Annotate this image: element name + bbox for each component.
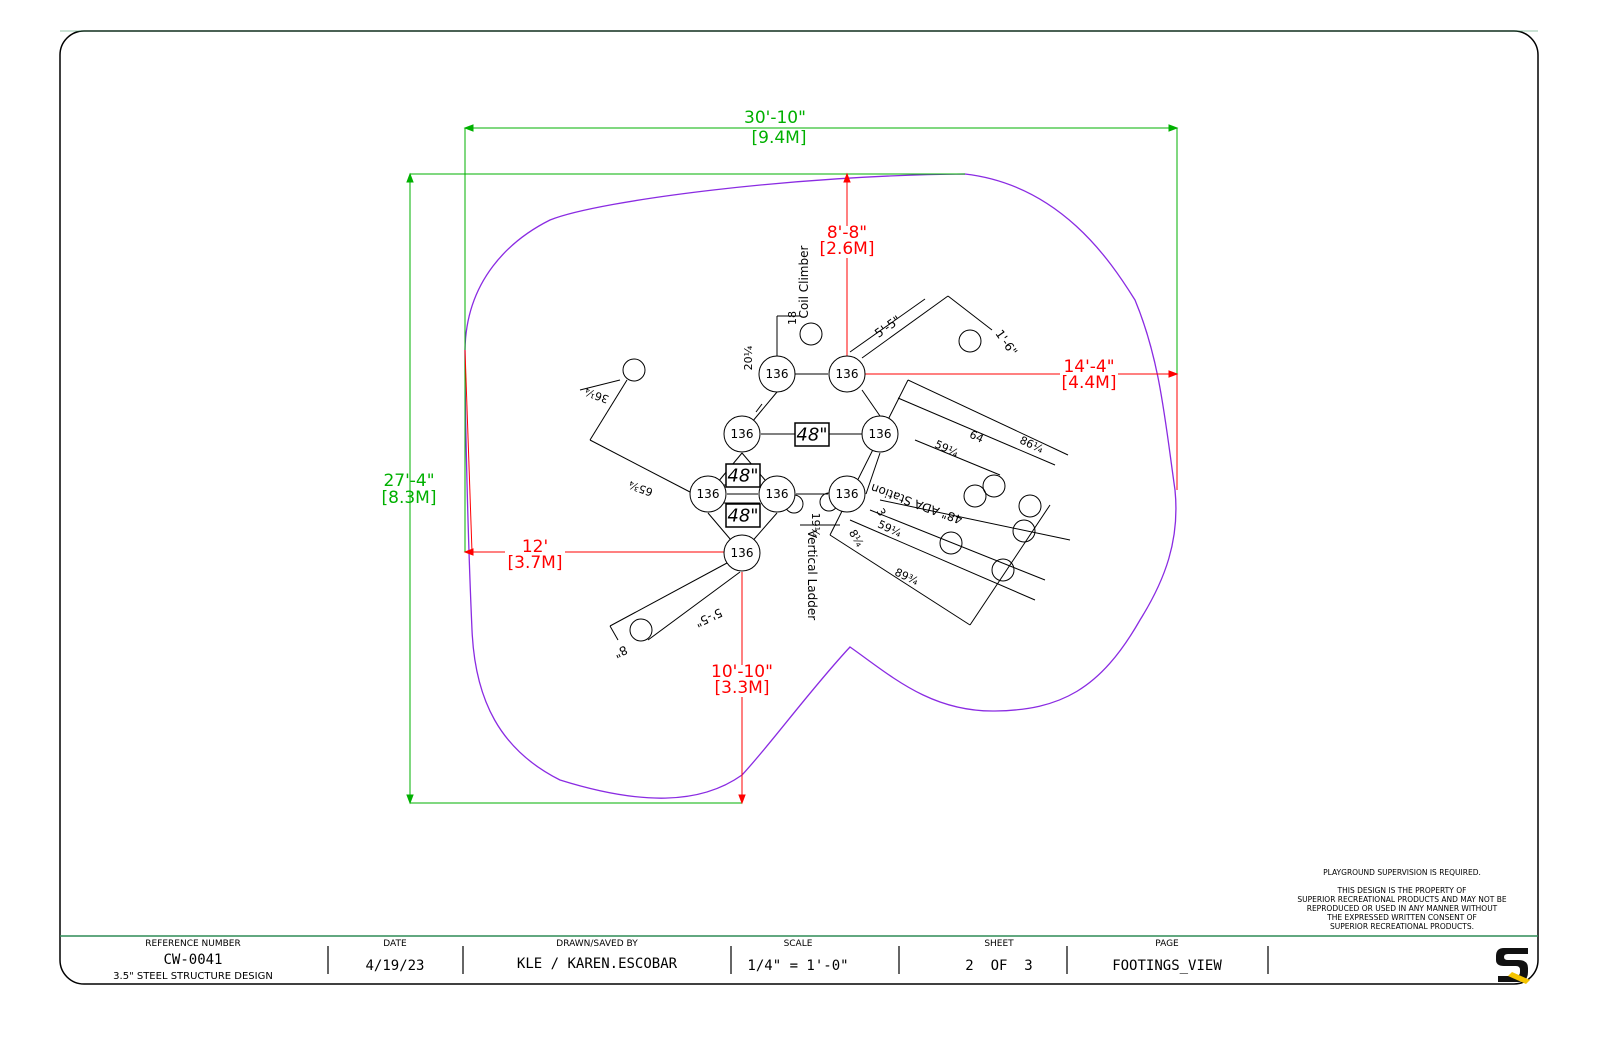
post-1: 136 <box>758 355 796 393</box>
property-note-2: SUPERIOR RECREATIONAL PRODUCTS AND MAY N… <box>1297 895 1506 904</box>
property-note-1: THIS DESIGN IS THE PROPERTY OF <box>1337 886 1467 895</box>
dim-36: 36¼ <box>583 385 611 406</box>
posts: 136 136 136 136 136 136 136 136 <box>689 355 899 572</box>
left-offset-metric: [3.7M] <box>508 553 563 573</box>
overall-depth-metric: [8.3M] <box>382 488 437 508</box>
right-offset-mask <box>1060 360 1118 392</box>
post-6: 136 <box>758 475 796 513</box>
dim-65: 65¾ <box>627 478 655 499</box>
dim-18: 18 <box>786 311 799 325</box>
property-note-5: SUPERIOR RECREATIONAL PRODUCTS. <box>1330 922 1474 931</box>
sheet-header: SHEET <box>984 939 1014 949</box>
svg-text:136: 136 <box>836 487 859 501</box>
page-value: FOOTINGS_VIEW <box>1112 958 1222 974</box>
right-offset-metric: [4.4M] <box>1062 373 1117 393</box>
dim-1-6: 1'-6" <box>992 327 1020 358</box>
post-2: 136 <box>828 355 866 393</box>
svg-text:48": 48" <box>727 466 758 487</box>
top-offset-mask <box>820 226 874 258</box>
overall-depth-label: 27'-4" <box>383 471 434 491</box>
overall-depth-dimension <box>406 172 965 805</box>
deck-3: 48" <box>725 503 761 528</box>
reference-sub: 3.5" STEEL STRUCTURE DESIGN <box>113 971 273 982</box>
company-logo <box>1496 948 1530 984</box>
bottom-offset-metric: [3.3M] <box>715 678 770 698</box>
deck-1: 48" <box>794 422 830 447</box>
vertical-ladder-label: Vertical Ladder <box>805 530 819 620</box>
decks: 48" 48" 48" <box>725 422 830 528</box>
post-5: 136 <box>689 475 727 513</box>
offset-dimensions <box>463 172 1179 805</box>
left-offset-label: 12' <box>522 537 548 557</box>
drawn-header: DRAWN/SAVED BY <box>556 939 638 949</box>
drawn-value: KLE / KAREN.ESCOBAR <box>517 956 678 972</box>
coil-climber-label: Coil Climber <box>797 245 811 318</box>
svg-text:136: 136 <box>697 487 720 501</box>
left-offset-mask <box>505 540 565 572</box>
post-7: 136 <box>828 475 866 513</box>
dim-8q: 8¼ <box>846 527 866 549</box>
top-offset-label: 8'-8" <box>827 223 867 243</box>
dim-86: 86¼ <box>1018 434 1046 456</box>
dim-64: 64 <box>967 428 985 446</box>
scale-value: 1/4" = 1'-0" <box>747 958 848 974</box>
bottom-offset-mask <box>712 665 772 697</box>
post-8: 136 <box>723 534 761 572</box>
dim-19: 19¼ <box>809 513 822 538</box>
dim-8: 8" <box>612 643 630 661</box>
supervision-note: PLAYGROUND SUPERVISION IS REQUIRED. <box>1323 868 1481 877</box>
post-4: 136 <box>861 415 899 453</box>
svg-text:136: 136 <box>869 427 892 441</box>
svg-text:136: 136 <box>766 367 789 381</box>
svg-text:136: 136 <box>766 487 789 501</box>
svg-text:48": 48" <box>727 506 758 527</box>
page-header: PAGE <box>1155 939 1179 949</box>
property-note-4: THE EXPRESSED WRITTEN CONSENT OF <box>1326 913 1477 922</box>
date-header: DATE <box>383 939 407 949</box>
sheet-value: 2 OF 3 <box>965 958 1032 974</box>
scale-header: SCALE <box>784 939 813 949</box>
component-geometry <box>579 295 1071 642</box>
date-value: 4/19/23 <box>365 958 424 974</box>
use-zone-boundary <box>464 173 1177 799</box>
svg-text:136: 136 <box>731 546 754 560</box>
overall-width-label: 30'-10" <box>744 108 806 128</box>
post-3: 136 <box>723 415 761 453</box>
dim-20: 20¼ <box>742 345 755 370</box>
top-offset-metric: [2.6M] <box>820 239 875 259</box>
reference-header: REFERENCE NUMBER <box>145 939 241 949</box>
svg-text:136: 136 <box>731 427 754 441</box>
dim-5-5b: 5'-5" <box>693 605 725 630</box>
bottom-offset-label: 10'-10" <box>711 662 773 682</box>
right-offset-label: 14'-4" <box>1063 357 1114 377</box>
title-block: REFERENCE NUMBER CW-0041 3.5" STEEL STRU… <box>113 939 1269 982</box>
deck-2: 48" <box>725 463 761 488</box>
overall-width-metric: [9.4M] <box>752 128 807 148</box>
reference-value: CW-0041 <box>163 952 222 968</box>
svg-text:48": 48" <box>796 425 827 446</box>
svg-text:136: 136 <box>836 367 859 381</box>
property-note-3: REPRODUCED OR USED IN ANY MANNER WITHOUT <box>1307 904 1498 913</box>
